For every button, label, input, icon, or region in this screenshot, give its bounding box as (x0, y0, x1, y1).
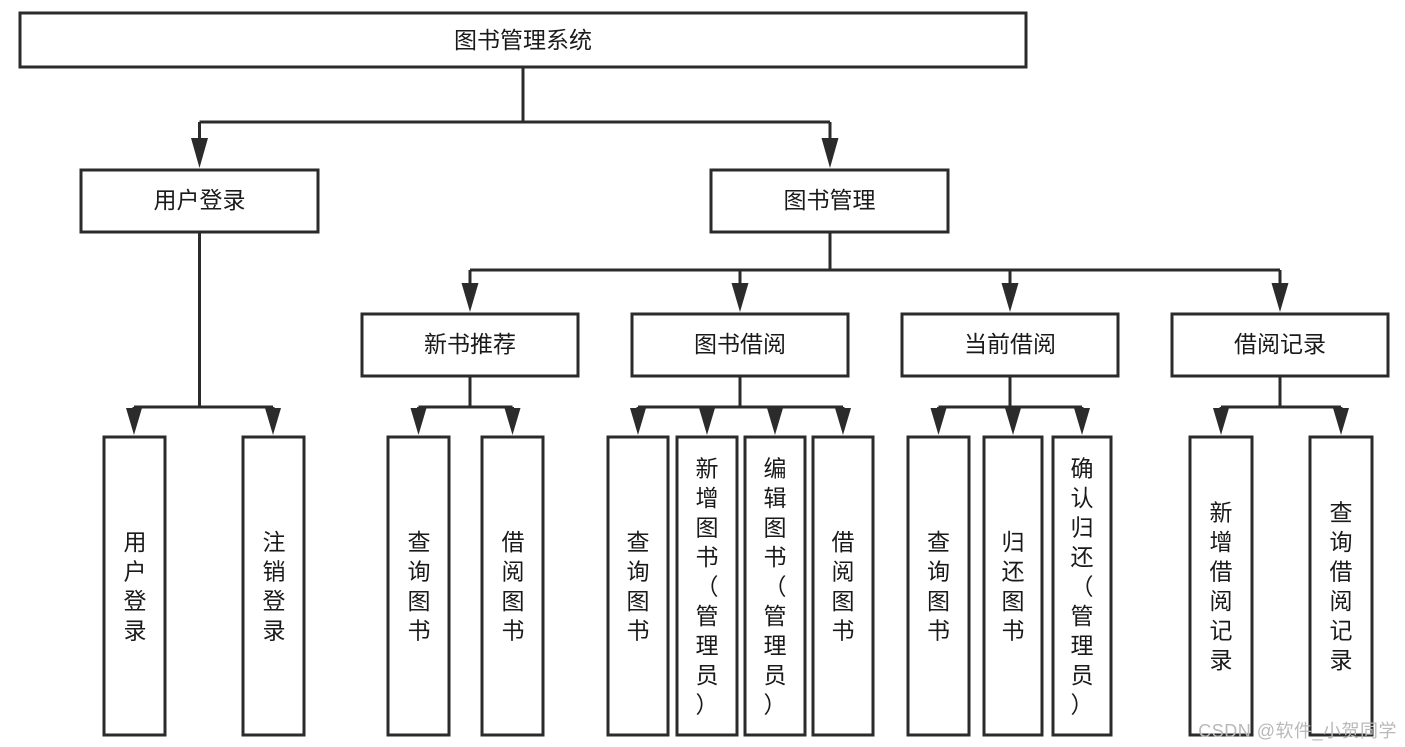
arrow-head-borrow (731, 283, 749, 312)
node-leaf-edit-book[interactable]: 编辑图书（管理员） (743, 435, 807, 737)
node-leaf-borrow-book-2-box[interactable] (811, 435, 875, 737)
node-login[interactable]: 用户登录 (79, 168, 320, 234)
node-bookmgmt-box[interactable] (709, 168, 950, 234)
arrow-head-leaf-query-record (1333, 408, 1349, 435)
node-leaf-query-book-3[interactable]: 查询图书 (906, 435, 971, 737)
node-newbook[interactable]: 新书推荐 (360, 312, 580, 378)
node-leaf-query-book-2-box[interactable] (606, 435, 670, 737)
connector-group-root (191, 67, 839, 168)
node-leaf-query-record-label: 查询借阅记录 (1330, 500, 1353, 674)
arrow-head-leaf-add-record (1213, 408, 1229, 435)
node-login-box[interactable] (79, 168, 320, 234)
node-current[interactable]: 当前借阅 (900, 312, 1120, 378)
node-leaf-borrow-book-1-label: 借阅图书 (502, 529, 525, 644)
node-leaf-edit-book-box[interactable] (743, 435, 807, 737)
node-leaf-borrow-book-2[interactable]: 借阅图书 (811, 435, 875, 737)
connector-group-login (126, 232, 281, 435)
node-leaf-edit-book-label: 编辑图书（管理员） (764, 455, 787, 717)
node-leaf-confirm-return-box[interactable] (1051, 435, 1113, 737)
node-newbook-label: 新书推荐 (424, 331, 516, 357)
node-current-box[interactable] (900, 312, 1120, 378)
node-borrow[interactable]: 图书借阅 (630, 312, 850, 378)
connector-group-record (1213, 376, 1349, 435)
csdn-watermark: CSDN @软件_小贺同学 (1198, 721, 1397, 741)
node-leaf-query-book-2[interactable]: 查询图书 (606, 435, 670, 737)
arrow-head-login (191, 138, 208, 168)
node-record[interactable]: 借阅记录 (1170, 312, 1390, 378)
node-leaf-add-book-box[interactable] (675, 435, 739, 737)
node-leaf-query-book-1-label: 查询图书 (408, 529, 431, 644)
connector-group-current (930, 376, 1090, 435)
arrow-head-leaf-query-book-3 (930, 408, 947, 435)
arrow-head-leaf-borrow-book-2 (835, 408, 851, 435)
node-leaf-user-login[interactable]: 用户登录 (102, 435, 167, 737)
arrow-head-leaf-user-login (126, 408, 142, 435)
arrow-head-leaf-add-book (699, 408, 715, 435)
node-leaf-query-book-2-label: 查询图书 (627, 529, 650, 644)
node-record-box[interactable] (1170, 312, 1390, 378)
arrow-head-leaf-return-book (1005, 408, 1021, 435)
node-current-label: 当前借阅 (964, 331, 1056, 357)
node-leaf-return-book[interactable]: 归还图书 (982, 435, 1044, 737)
node-leaf-add-book-label: 新增图书（管理员） (696, 455, 719, 717)
node-leaf-confirm-return-label: 确认归还（管理员） (1071, 455, 1094, 717)
arrow-head-newbook (461, 283, 479, 312)
arrow-head-leaf-edit-book (767, 408, 783, 435)
node-leaf-add-record[interactable]: 新增借阅记录 (1188, 435, 1254, 737)
node-leaf-query-record[interactable]: 查询借阅记录 (1308, 435, 1374, 737)
node-leaf-query-book-3-box[interactable] (906, 435, 971, 737)
node-root-box[interactable] (18, 11, 1028, 69)
node-leaf-return-book-box[interactable] (982, 435, 1044, 737)
node-leaf-add-book[interactable]: 新增图书（管理员） (675, 435, 739, 737)
node-leaf-query-book-1[interactable]: 查询图书 (386, 435, 451, 737)
node-leaf-logout-box[interactable] (241, 435, 306, 737)
arrow-head-leaf-borrow-book-1 (504, 408, 521, 435)
node-leaf-borrow-book-1[interactable]: 借阅图书 (480, 435, 545, 737)
node-leaf-add-record-label: 新增借阅记录 (1210, 500, 1233, 674)
node-root[interactable]: 图书管理系统 (18, 11, 1028, 69)
connector-group-borrow (630, 376, 851, 435)
node-record-label: 借阅记录 (1234, 331, 1326, 357)
node-leaf-logout[interactable]: 注销登录 (241, 435, 306, 737)
node-leaf-query-book-1-box[interactable] (386, 435, 451, 737)
arrow-head-bookmgmt (821, 138, 839, 168)
node-leaf-user-login-box[interactable] (102, 435, 167, 737)
node-bookmgmt-label: 图书管理 (784, 187, 876, 213)
connector-group-newbook (410, 376, 521, 435)
node-login-label: 用户登录 (154, 187, 246, 213)
node-leaf-query-record-box[interactable] (1308, 435, 1374, 737)
node-root-label: 图书管理系统 (454, 27, 592, 53)
arrow-head-leaf-query-book-2 (630, 408, 646, 435)
arrow-head-record (1271, 283, 1289, 312)
arrow-head-leaf-logout (265, 408, 281, 435)
node-bookmgmt[interactable]: 图书管理 (709, 168, 950, 234)
node-leaf-borrow-book-1-box[interactable] (480, 435, 545, 737)
arrow-head-current (1001, 283, 1019, 312)
node-leaf-user-login-label: 用户登录 (124, 529, 147, 644)
node-newbook-box[interactable] (360, 312, 580, 378)
node-borrow-box[interactable] (630, 312, 850, 378)
arrow-head-leaf-query-book-1 (410, 408, 427, 435)
connector-group-bookmgmt (461, 232, 1289, 312)
arrow-head-leaf-confirm-return (1074, 408, 1090, 435)
node-leaf-logout-label: 注销登录 (263, 529, 286, 644)
node-leaf-add-record-box[interactable] (1188, 435, 1254, 737)
node-borrow-label: 图书借阅 (694, 331, 786, 357)
node-leaf-borrow-book-2-label: 借阅图书 (832, 529, 855, 644)
node-leaf-query-book-3-label: 查询图书 (927, 529, 950, 644)
node-leaf-confirm-return[interactable]: 确认归还（管理员） (1051, 435, 1113, 737)
node-leaf-return-book-label: 归还图书 (1002, 529, 1025, 644)
